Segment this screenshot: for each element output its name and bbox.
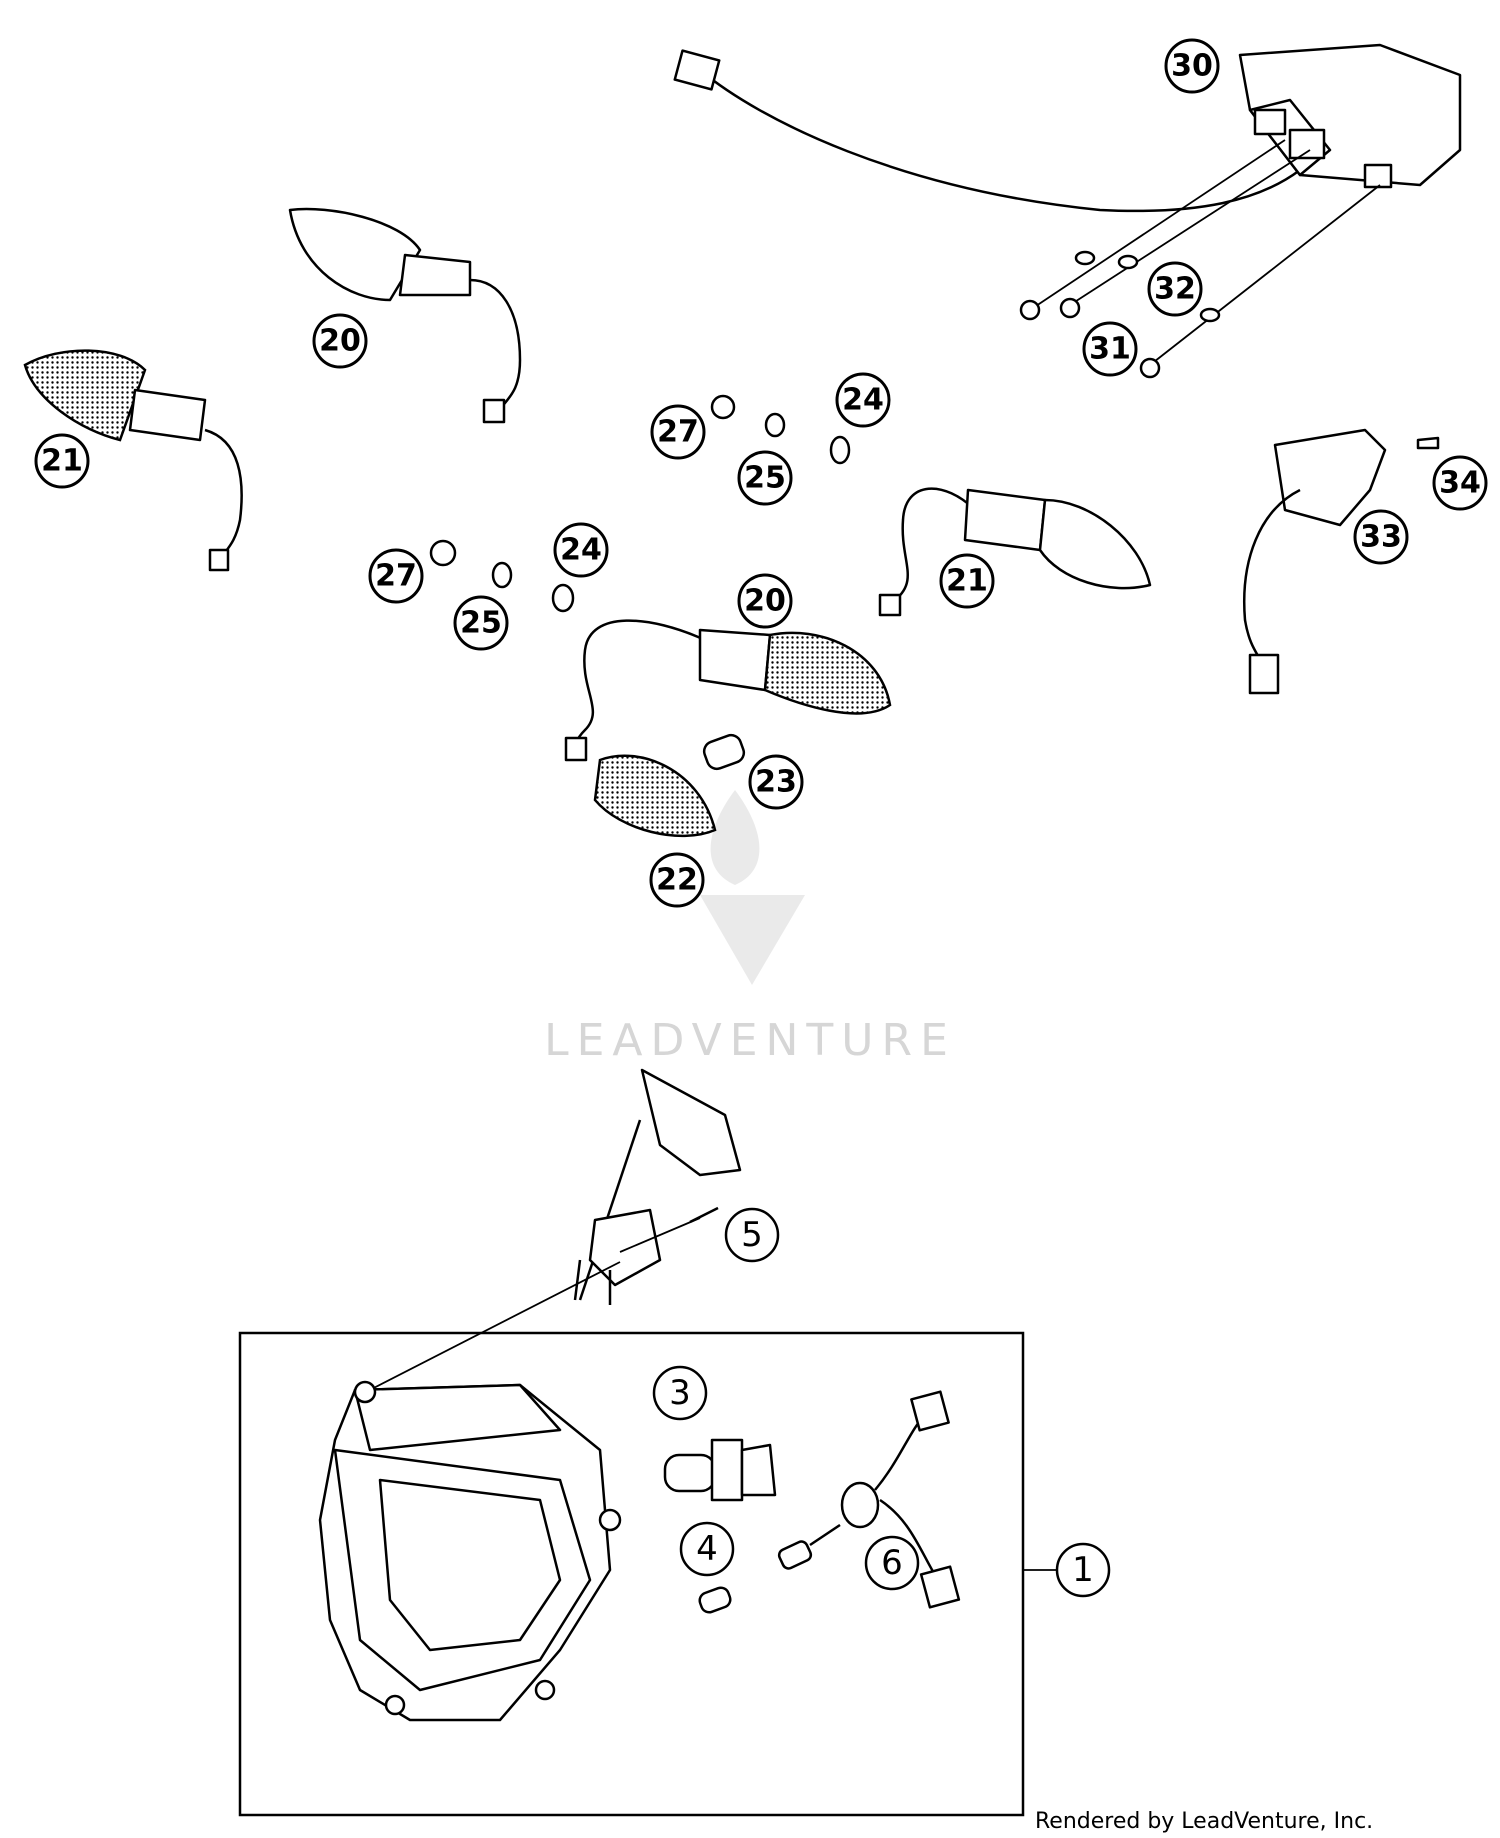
callout-5[interactable]: 5: [724, 1207, 780, 1263]
headlight-assembly-part: [318, 1380, 622, 1722]
license-light-part: [1243, 428, 1440, 695]
tail-light-screws: [1019, 139, 1381, 379]
callout-23[interactable]: 23: [748, 754, 804, 810]
svg-text:25: 25: [744, 461, 786, 496]
hardware-upper-set: [710, 394, 851, 465]
svg-text:24: 24: [842, 383, 884, 418]
callout-3[interactable]: 3: [652, 1365, 708, 1421]
headlight-kit-frame: [238, 1331, 1025, 1817]
callout-24-upper[interactable]: 24: [835, 372, 891, 428]
svg-text:24: 24: [560, 533, 602, 568]
svg-text:21: 21: [946, 564, 988, 599]
callout-4[interactable]: 4: [679, 1521, 735, 1577]
svg-text:20: 20: [319, 324, 361, 359]
parking-bulb-part: [698, 1586, 732, 1614]
turn-signal-right-part: [878, 487, 1152, 617]
lens-part: [593, 754, 717, 838]
callout-27-upper[interactable]: 27: [650, 404, 706, 460]
callout-21-right[interactable]: 21: [939, 553, 995, 609]
render-credit: Rendered by LeadVenture, Inc.: [1035, 1809, 1373, 1834]
headlight-bracket-part: [573, 1068, 742, 1305]
callout-6[interactable]: 6: [864, 1535, 920, 1591]
callout-27-lower[interactable]: 27: [368, 548, 424, 604]
svg-text:34: 34: [1439, 466, 1481, 501]
callout-25-upper[interactable]: 25: [737, 450, 793, 506]
svg-text:22: 22: [656, 863, 698, 898]
turn-signal-left-part: [23, 349, 243, 572]
svg-text:21: 21: [41, 444, 83, 479]
callout-20-upper[interactable]: 20: [312, 313, 368, 369]
callout-22[interactable]: 22: [649, 852, 705, 908]
headlight-bulb-part: [663, 1438, 777, 1502]
svg-text:27: 27: [375, 559, 417, 594]
svg-text:3: 3: [669, 1373, 691, 1413]
svg-text:33: 33: [1360, 520, 1402, 555]
svg-text:23: 23: [755, 765, 797, 800]
watermark-logo: [700, 790, 805, 985]
wiring-socket-part: [777, 1390, 961, 1609]
svg-text:4: 4: [696, 1529, 718, 1569]
callout-21-left[interactable]: 21: [34, 433, 90, 489]
svg-text:30: 30: [1171, 49, 1213, 84]
callout-24-lower[interactable]: 24: [553, 522, 609, 578]
callout-25-lower[interactable]: 25: [453, 595, 509, 651]
turn-signal-center-part: [564, 619, 892, 762]
bulb-small-part: [702, 733, 746, 771]
watermark-text: LEADVENTURE: [544, 1015, 956, 1066]
hardware-lower-set: [429, 539, 575, 613]
svg-text:5: 5: [741, 1215, 763, 1255]
callout-1[interactable]: 1: [1055, 1542, 1111, 1598]
callout-20-lower[interactable]: 20: [737, 573, 793, 629]
callout-33[interactable]: 33: [1353, 509, 1409, 565]
callout-32[interactable]: 32: [1147, 261, 1203, 317]
svg-text:1: 1: [1072, 1550, 1094, 1590]
callout-30[interactable]: 30: [1164, 38, 1220, 94]
callout-34[interactable]: 34: [1432, 455, 1488, 511]
callout-31[interactable]: 31: [1082, 321, 1138, 377]
svg-text:32: 32: [1154, 272, 1196, 307]
turn-signal-upper-left-part: [288, 207, 522, 424]
svg-text:20: 20: [744, 584, 786, 619]
svg-text:6: 6: [881, 1543, 903, 1583]
svg-text:31: 31: [1089, 332, 1131, 367]
tail-light-part: [673, 43, 1462, 213]
svg-text:27: 27: [657, 415, 699, 450]
svg-text:25: 25: [460, 606, 502, 641]
